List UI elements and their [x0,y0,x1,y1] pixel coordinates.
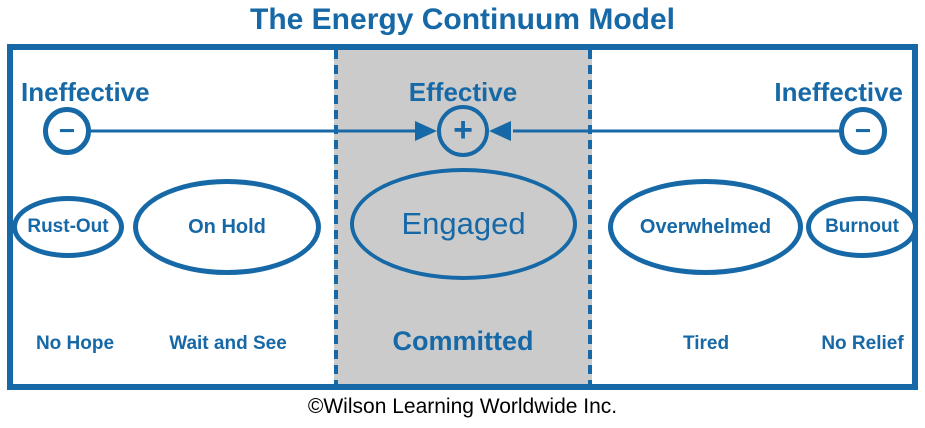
ellipse-rust-out: Rust-Out [12,196,124,258]
ellipse-burnout: Burnout [806,196,918,258]
ellipse-on-hold: On Hold [133,179,321,275]
label-ineffective-right: Ineffective [774,77,903,107]
sublabel-tired: Tired [682,333,730,354]
minus-circle-left-icon: − [43,107,91,155]
ellipse-overwhelmed: Overwhelmed [608,179,803,275]
page-title: The Energy Continuum Model [250,3,675,36]
label-effective: Effective [408,77,518,107]
sublabel-wait-and-see: Wait and See [169,333,287,354]
sublabel-no-hope: No Hope [35,333,115,354]
sublabel-no-relief: No Relief [821,333,904,354]
copyright-footer: ©Wilson Learning Worldwide Inc. [307,395,618,418]
plus-circle-icon: + [437,105,489,157]
ellipse-engaged: Engaged [350,168,577,280]
minus-circle-right-icon: − [839,107,887,155]
sublabel-committed: Committed [392,326,534,356]
label-ineffective-left: Ineffective [21,77,150,107]
